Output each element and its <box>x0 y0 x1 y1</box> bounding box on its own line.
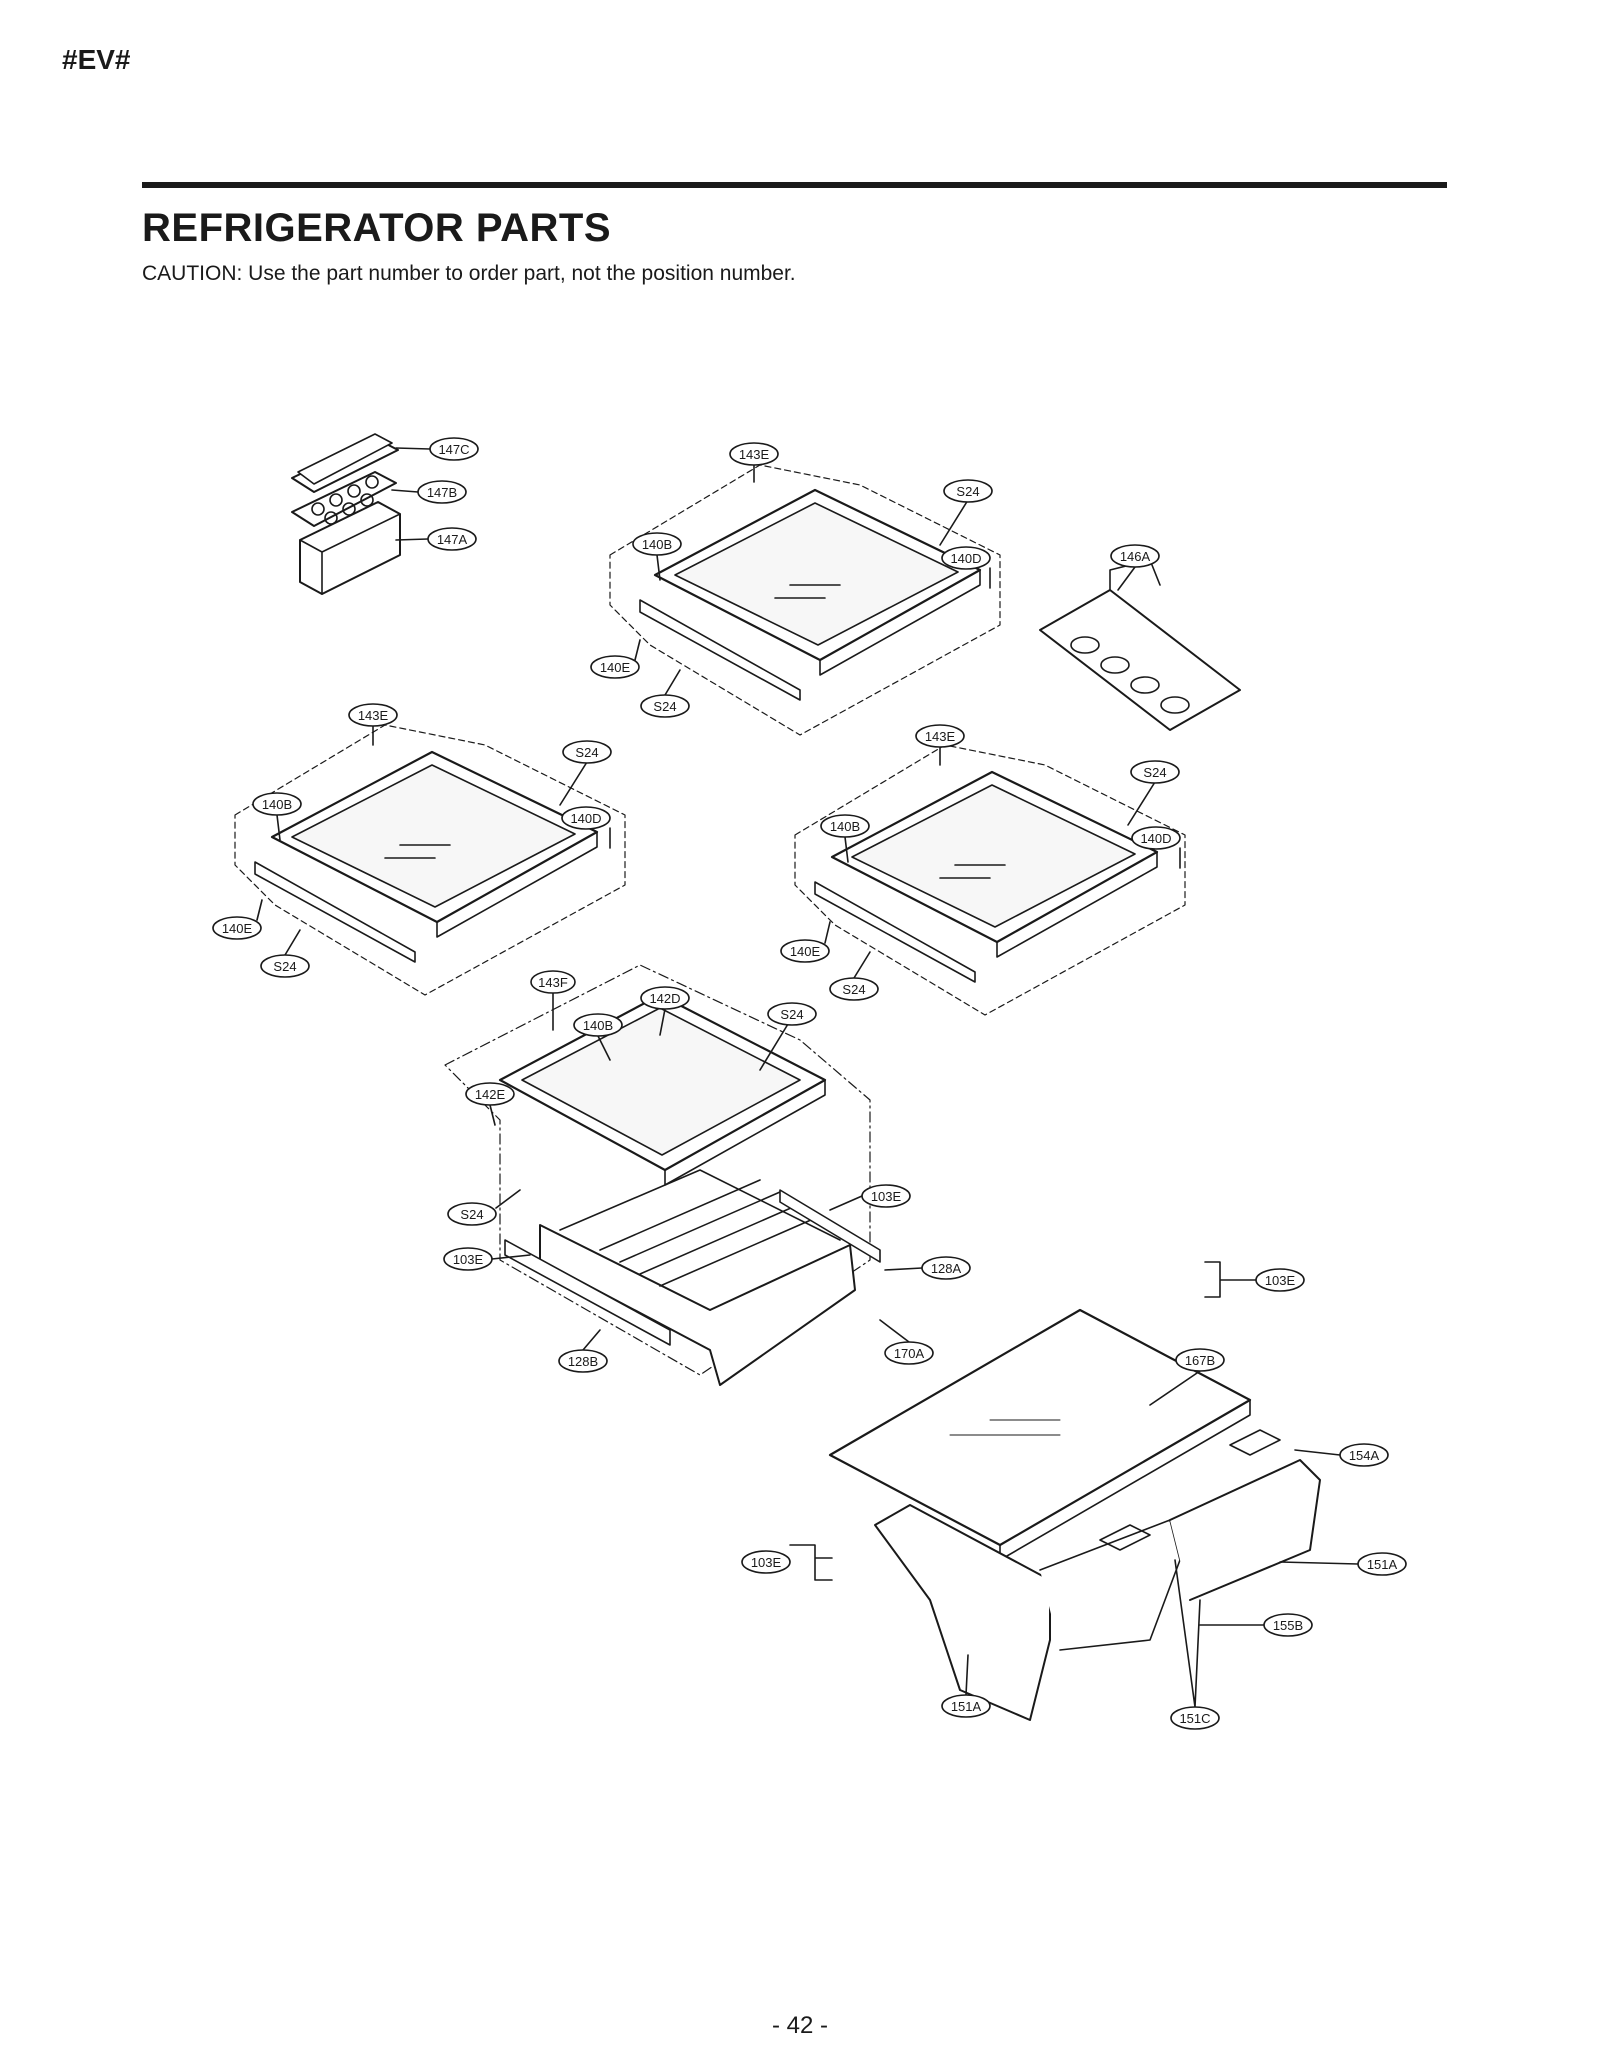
callout-c2: 147B <box>391 480 467 504</box>
document-code: #EV# <box>62 44 131 75</box>
callout-c28: 103E <box>829 1184 911 1211</box>
callout-c6: 140B <box>632 532 682 581</box>
callout-c1: 147C <box>395 437 479 461</box>
svg-text:S24: S24 <box>780 1007 803 1022</box>
svg-text:146A: 146A <box>1120 549 1151 564</box>
bottom-drawers-assembly <box>828 1308 1321 1721</box>
callout-c32: 103E <box>1204 1261 1305 1298</box>
svg-text:S24: S24 <box>1143 765 1166 780</box>
callout-c8: 146A <box>1110 544 1160 591</box>
callout-c39: 155B <box>1199 1613 1313 1637</box>
svg-text:142D: 142D <box>649 991 680 1006</box>
callout-c33: 170A <box>879 1319 934 1365</box>
callout-c7: 140D <box>941 546 991 589</box>
callout-c18: S24 <box>1127 760 1180 826</box>
svg-text:142E: 142E <box>475 1087 506 1102</box>
svg-text:147B: 147B <box>427 485 457 500</box>
callout-c15: 140E <box>212 899 263 940</box>
callout-c14: 140D <box>561 806 611 849</box>
callout-c16: S24 <box>260 929 310 978</box>
svg-text:128A: 128A <box>931 1261 962 1276</box>
svg-text:S24: S24 <box>653 699 676 714</box>
egg-tray-assembly <box>291 433 401 595</box>
svg-text:S24: S24 <box>273 959 296 974</box>
svg-text:140D: 140D <box>1140 831 1171 846</box>
svg-text:128B: 128B <box>568 1354 598 1369</box>
svg-text:140E: 140E <box>600 660 631 675</box>
svg-text:140B: 140B <box>830 819 860 834</box>
callout-c22: S24 <box>829 951 879 1001</box>
shelf-assembly-3 <box>794 744 1186 1016</box>
callout-c21: 140E <box>780 921 831 963</box>
svg-text:143E: 143E <box>739 447 770 462</box>
svg-text:S24: S24 <box>842 982 865 997</box>
callout-c36: 154A <box>1294 1443 1389 1467</box>
svg-text:155B: 155B <box>1273 1618 1303 1633</box>
svg-text:151C: 151C <box>1179 1711 1210 1726</box>
svg-text:140E: 140E <box>790 944 821 959</box>
callout-c29: S24 <box>447 1189 521 1226</box>
callout-c9: 140E <box>590 639 641 679</box>
svg-text:140D: 140D <box>570 811 601 826</box>
callout-c38: 151A <box>1279 1552 1407 1576</box>
callout-c19: 140B <box>820 814 870 863</box>
callout-c25: S24 <box>759 1002 817 1071</box>
callout-c5: S24 <box>939 479 993 546</box>
svg-text:103E: 103E <box>871 1189 902 1204</box>
svg-text:143E: 143E <box>925 729 956 744</box>
callout-c3: 147A <box>395 527 477 551</box>
shelf-assembly-2 <box>234 724 626 996</box>
page-number: - 42 - <box>771 2012 828 2039</box>
svg-text:151A: 151A <box>951 1699 982 1714</box>
svg-text:140E: 140E <box>222 921 253 936</box>
callout-c41: 151C <box>1170 1559 1220 1730</box>
callout-c23: 143F <box>530 970 576 1031</box>
svg-text:S24: S24 <box>956 484 979 499</box>
callout-c37: 103E <box>741 1544 833 1581</box>
svg-text:140D: 140D <box>950 551 981 566</box>
svg-text:167B: 167B <box>1185 1353 1215 1368</box>
svg-text:143F: 143F <box>538 975 568 990</box>
shelf-assembly-1 <box>609 464 1001 736</box>
caution-note: CAUTION: Use the part number to order pa… <box>142 262 796 285</box>
callout-c12: S24 <box>559 740 612 806</box>
callout-c11: 143E <box>348 703 398 746</box>
svg-text:103E: 103E <box>1265 1273 1296 1288</box>
svg-text:143E: 143E <box>358 708 389 723</box>
svg-text:154A: 154A <box>1349 1448 1380 1463</box>
callout-c26: 140B <box>573 1013 623 1061</box>
callout-c17: 143E <box>915 724 965 766</box>
exploded-parts-diagram: 147C 147B 147A 143E S24 140B 140D 146A 1… <box>212 433 1407 1730</box>
callout-c30: 103E <box>443 1247 531 1271</box>
svg-text:170A: 170A <box>894 1346 925 1361</box>
svg-text:S24: S24 <box>575 745 598 760</box>
svg-text:140B: 140B <box>262 797 292 812</box>
svg-text:103E: 103E <box>453 1252 484 1267</box>
callout-c4: 143E <box>729 442 779 483</box>
callout-c20: 140D <box>1131 826 1181 869</box>
callout-c40: 151A <box>941 1654 991 1718</box>
callout-c13: 140B <box>252 792 302 841</box>
callout-c31: 128A <box>884 1256 971 1280</box>
crisper-shelf-assembly <box>444 964 881 1386</box>
page-title: REFRIGERATOR PARTS <box>142 206 612 250</box>
callout-c10: S24 <box>640 669 690 718</box>
svg-text:S24: S24 <box>460 1207 483 1222</box>
callout-c34: 128B <box>558 1329 608 1373</box>
svg-text:140B: 140B <box>642 537 672 552</box>
callout-c27: 142E <box>465 1082 515 1126</box>
svg-text:151A: 151A <box>1367 1557 1398 1572</box>
title-rule <box>142 182 1447 188</box>
wine-rack <box>1039 559 1241 731</box>
svg-text:140B: 140B <box>583 1018 613 1033</box>
svg-text:147A: 147A <box>437 532 468 547</box>
callout-c35: 167B <box>1149 1348 1225 1406</box>
svg-text:147C: 147C <box>438 442 469 457</box>
svg-text:103E: 103E <box>751 1555 782 1570</box>
callout-c24: 142D <box>640 986 690 1036</box>
